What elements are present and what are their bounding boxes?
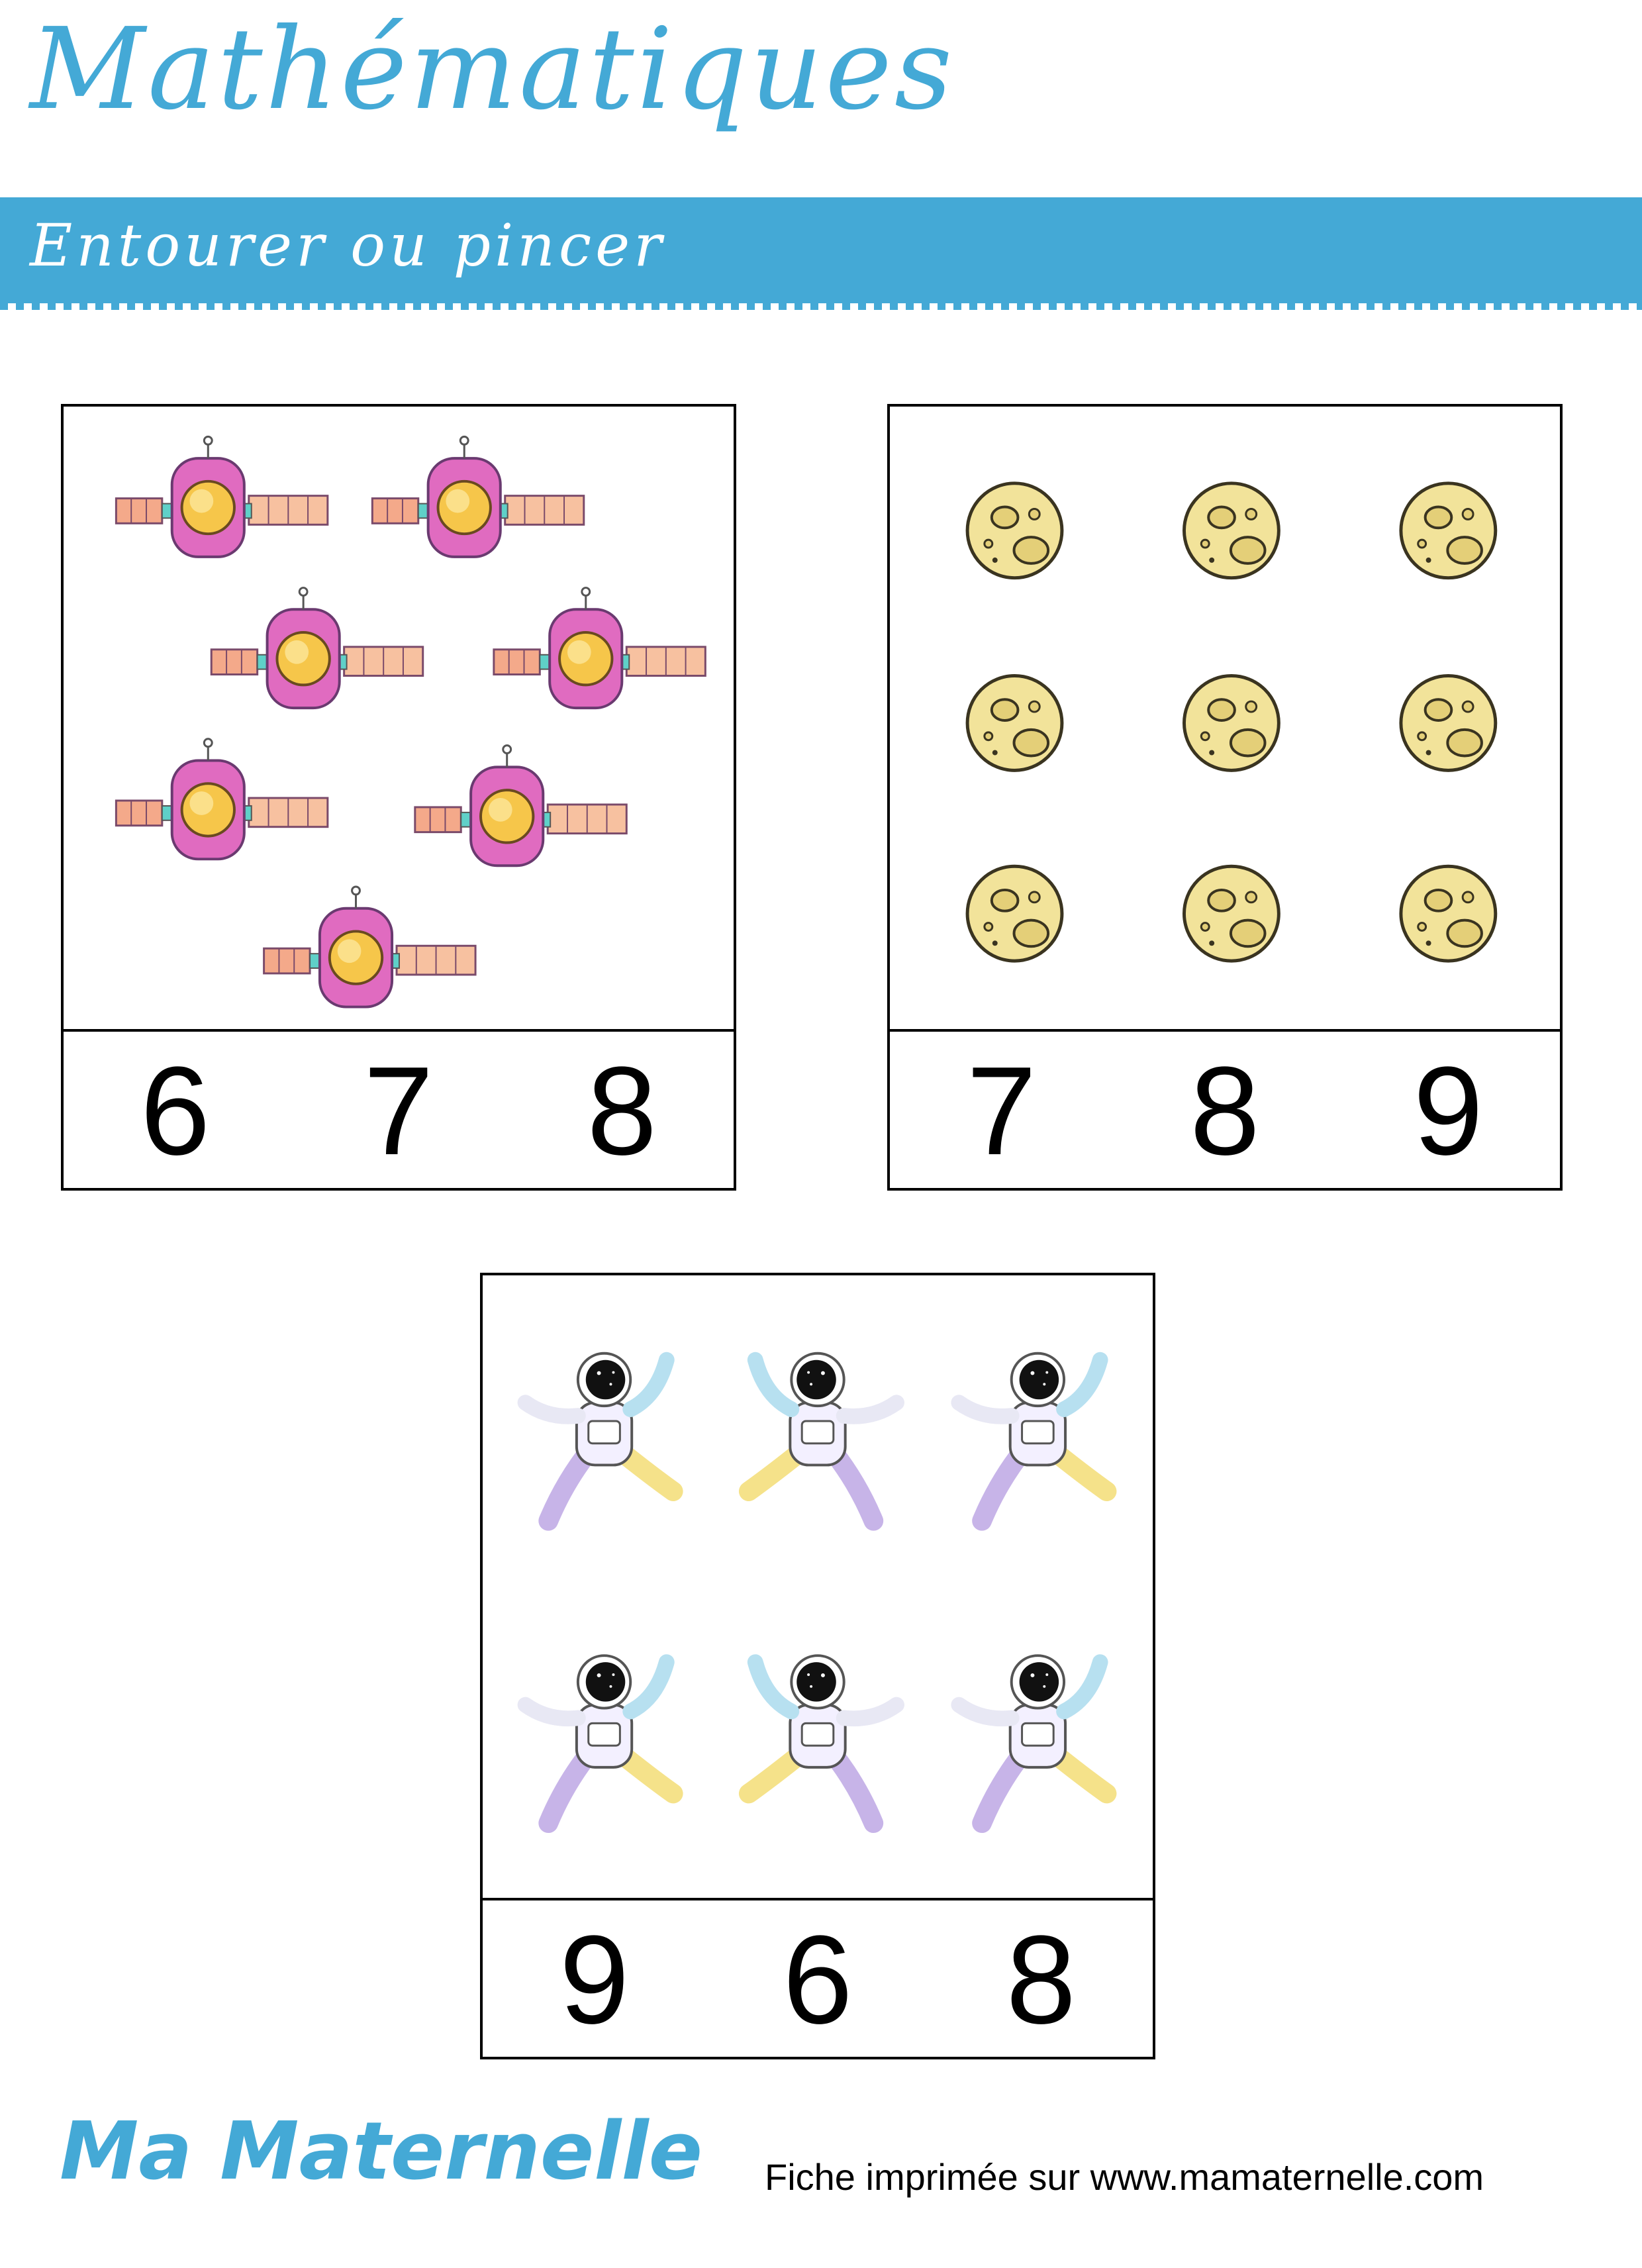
page-title: Mathématiques bbox=[30, 4, 955, 135]
number-choices: 7 8 9 bbox=[890, 1029, 1560, 1191]
page-subtitle: Entourer ou pincer bbox=[30, 211, 666, 279]
astronaut-icon bbox=[525, 1354, 673, 1521]
astronaut-icon bbox=[525, 1655, 673, 1823]
moon-icon bbox=[967, 483, 1062, 578]
astronaut-icon bbox=[749, 1655, 896, 1823]
moon-icon bbox=[1401, 866, 1496, 961]
moon-icon bbox=[1401, 676, 1496, 771]
moon-icon bbox=[1184, 483, 1279, 578]
number-choice[interactable]: 6 bbox=[783, 1910, 853, 2050]
satellite-icon bbox=[115, 737, 329, 861]
brand-logo: Ma Maternelle bbox=[60, 2106, 702, 2198]
moon-icon bbox=[1401, 483, 1496, 578]
moon-icon bbox=[1184, 866, 1279, 961]
moon-group bbox=[890, 407, 1560, 1029]
moon-icon bbox=[967, 866, 1062, 961]
counting-card-satellites: 6 7 8 bbox=[61, 404, 736, 1191]
moon-icon bbox=[1184, 676, 1279, 771]
satellite-icon bbox=[371, 435, 585, 558]
satellite-icon bbox=[413, 744, 628, 867]
number-choices: 6 7 8 bbox=[64, 1029, 734, 1191]
number-choice[interactable]: 6 bbox=[140, 1041, 211, 1181]
satellite-icon bbox=[492, 586, 707, 710]
satellite-icon bbox=[115, 435, 329, 558]
header-band bbox=[0, 197, 1642, 310]
satellite-icon bbox=[210, 586, 424, 710]
number-choice[interactable]: 9 bbox=[1413, 1041, 1484, 1181]
satellite-icon bbox=[262, 885, 477, 1009]
number-choice[interactable]: 8 bbox=[1190, 1041, 1260, 1181]
counting-card-astronauts: 9 6 8 bbox=[480, 1273, 1155, 2059]
number-choices: 9 6 8 bbox=[483, 1898, 1153, 2059]
astronaut-icon bbox=[959, 1354, 1106, 1521]
astronaut-icon bbox=[749, 1354, 896, 1521]
number-choice[interactable]: 8 bbox=[1006, 1910, 1077, 2050]
footer-note: Fiche imprimée sur www.mamaternelle.com bbox=[765, 2156, 1484, 2198]
astronaut-group bbox=[483, 1275, 1153, 1898]
number-choice[interactable]: 7 bbox=[966, 1041, 1037, 1181]
number-choice[interactable]: 9 bbox=[559, 1910, 630, 2050]
moon-icon bbox=[967, 676, 1062, 771]
astronaut-icon bbox=[959, 1655, 1106, 1823]
number-choice[interactable]: 7 bbox=[363, 1041, 434, 1181]
satellite-group bbox=[115, 435, 707, 1009]
counting-card-moons: 7 8 9 bbox=[887, 404, 1563, 1191]
number-choice[interactable]: 8 bbox=[587, 1041, 657, 1181]
